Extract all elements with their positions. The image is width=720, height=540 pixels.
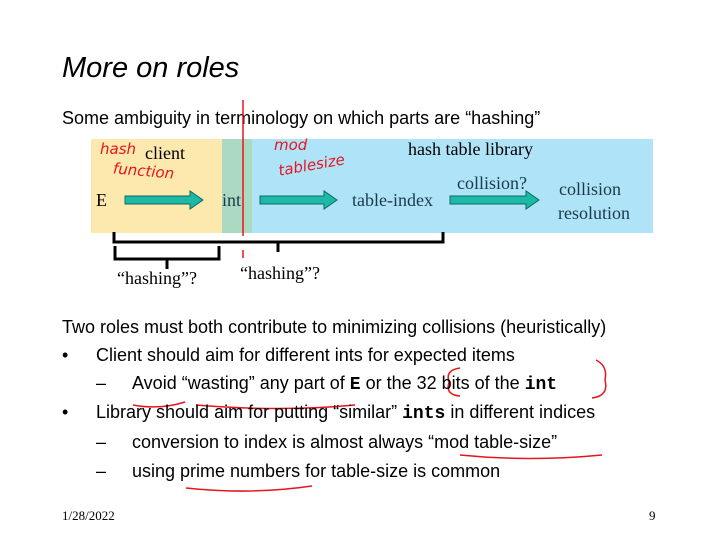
bullet-library: Library should aim for putting “similar”…	[96, 402, 595, 424]
collision-question: collision?	[457, 173, 527, 193]
subbullet-prime: using prime numbers for table-size is co…	[132, 461, 501, 481]
int-region	[222, 139, 252, 233]
text: or the 32 bits of the	[360, 373, 525, 393]
dash-icon: –	[96, 461, 107, 481]
page-number: 9	[649, 508, 656, 523]
client-region	[91, 139, 222, 233]
bullet-icon: •	[62, 402, 69, 422]
library-region	[252, 139, 653, 233]
arrow-icon	[449, 190, 540, 210]
code-int: int	[524, 375, 558, 395]
collision-resolution-line2: resolution	[558, 203, 630, 223]
dash-icon: –	[96, 432, 107, 452]
code-ints: ints	[402, 404, 446, 424]
int-label: int	[222, 190, 242, 210]
arrow-icon	[259, 190, 338, 210]
brace-inner	[113, 246, 221, 269]
subtitle: Some ambiguity in terminology on which p…	[62, 108, 541, 128]
client-label: client	[145, 143, 185, 163]
hashing-label-2: “hashing”?	[240, 263, 320, 283]
bullet-client: Client should aim for different ints for…	[96, 345, 515, 365]
handwriting-mod: mod	[274, 136, 308, 154]
text: Library should aim for putting “similar”	[96, 402, 403, 422]
handwriting-hash: hash	[100, 140, 137, 158]
text: Avoid “wasting” any part of	[132, 373, 350, 393]
table-index-label: table-index	[352, 190, 433, 210]
hashing-label-1: “hashing”?	[117, 268, 197, 288]
bullet-icon: •	[62, 345, 69, 365]
text: in different indices	[445, 402, 596, 422]
slide-title: More on roles	[62, 52, 240, 84]
collision-resolution-line1: collision	[559, 179, 621, 199]
subbullet-avoid-wasting: Avoid “wasting” any part of E or the 32 …	[132, 373, 557, 395]
dash-icon: –	[96, 373, 107, 393]
e-label: E	[96, 190, 107, 210]
arrow-icon	[124, 190, 204, 210]
brace-outer	[112, 232, 445, 252]
footer-date: 1/28/2022	[62, 508, 115, 523]
ink-annotations	[132, 100, 607, 492]
code-e: E	[349, 375, 361, 395]
subbullet-mod: conversion to index is almost always “mo…	[132, 432, 558, 452]
intro-text: Two roles must both contribute to minimi…	[62, 317, 607, 337]
library-label: hash table library	[408, 139, 533, 159]
